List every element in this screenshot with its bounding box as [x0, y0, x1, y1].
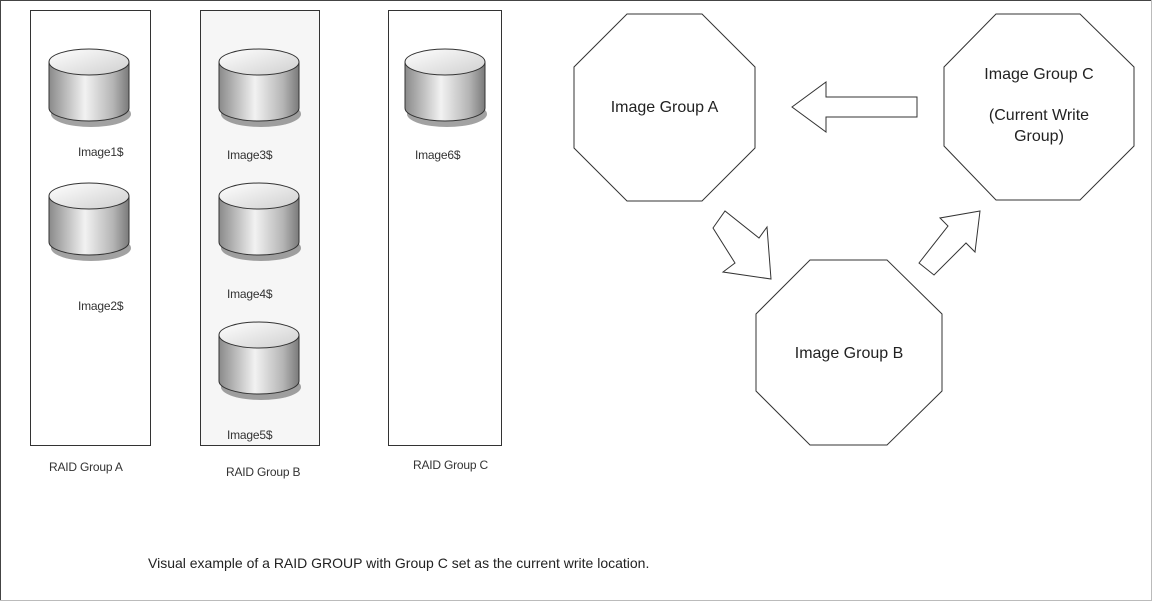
disk-top: [48, 182, 130, 210]
disk-top: [218, 182, 300, 210]
image-group-c-octagon: [943, 13, 1135, 201]
disk-icon-image3: [218, 48, 301, 127]
disk-label-image2: Image2$: [78, 299, 124, 313]
disk-top: [218, 321, 300, 349]
disk-icon-image5: [218, 321, 301, 400]
raid-group-a-label: RAID Group A: [49, 460, 123, 474]
image-group-c-label: Image Group C (Current Write Group): [944, 64, 1134, 147]
disk-label-image6: Image6$: [415, 148, 461, 162]
disk-icon-image1: [48, 48, 131, 127]
disk-body: [404, 61, 486, 122]
disk-top: [48, 48, 130, 76]
disk-label-image5: Image5$: [227, 428, 273, 442]
disk-icon-image6: [404, 48, 487, 127]
disk-top: [218, 48, 300, 76]
image-group-b-label: Image Group B: [756, 343, 942, 364]
left-arrow-icon: [791, 81, 918, 133]
image-group-a-title: Image Group A: [610, 99, 719, 116]
image-group-b-title: Image Group B: [794, 345, 904, 362]
disk-icon-image4: [218, 182, 301, 261]
disk-body: [48, 195, 130, 256]
disk-label-image3: Image3$: [227, 148, 273, 162]
image-group-c-title: Image Group C: [984, 66, 1094, 83]
disk-body: [48, 61, 130, 122]
disk-top: [404, 48, 486, 76]
disk-label-image1: Image1$: [78, 145, 124, 159]
disk-label-image4: Image4$: [227, 287, 273, 301]
image-group-a-octagon: [573, 13, 756, 202]
disk-body: [218, 61, 300, 122]
disk-icon-image2: [48, 182, 131, 261]
image-group-c-subtitle-line2: Group): [1014, 128, 1064, 145]
raid-group-b-label: RAID Group B: [226, 465, 301, 479]
down-right-arrow-icon: [712, 210, 772, 280]
disk-body: [218, 334, 300, 395]
disk-body: [218, 195, 300, 256]
figure-caption: Visual example of a RAID GROUP with Grou…: [148, 555, 650, 571]
image-group-c-subtitle-line1: (Current Write: [988, 107, 1090, 124]
raid-group-c-label: RAID Group C: [413, 458, 488, 472]
up-right-arrow-icon: [918, 210, 981, 276]
image-group-b-octagon: [755, 259, 943, 446]
image-group-a-label: Image Group A: [574, 97, 755, 118]
